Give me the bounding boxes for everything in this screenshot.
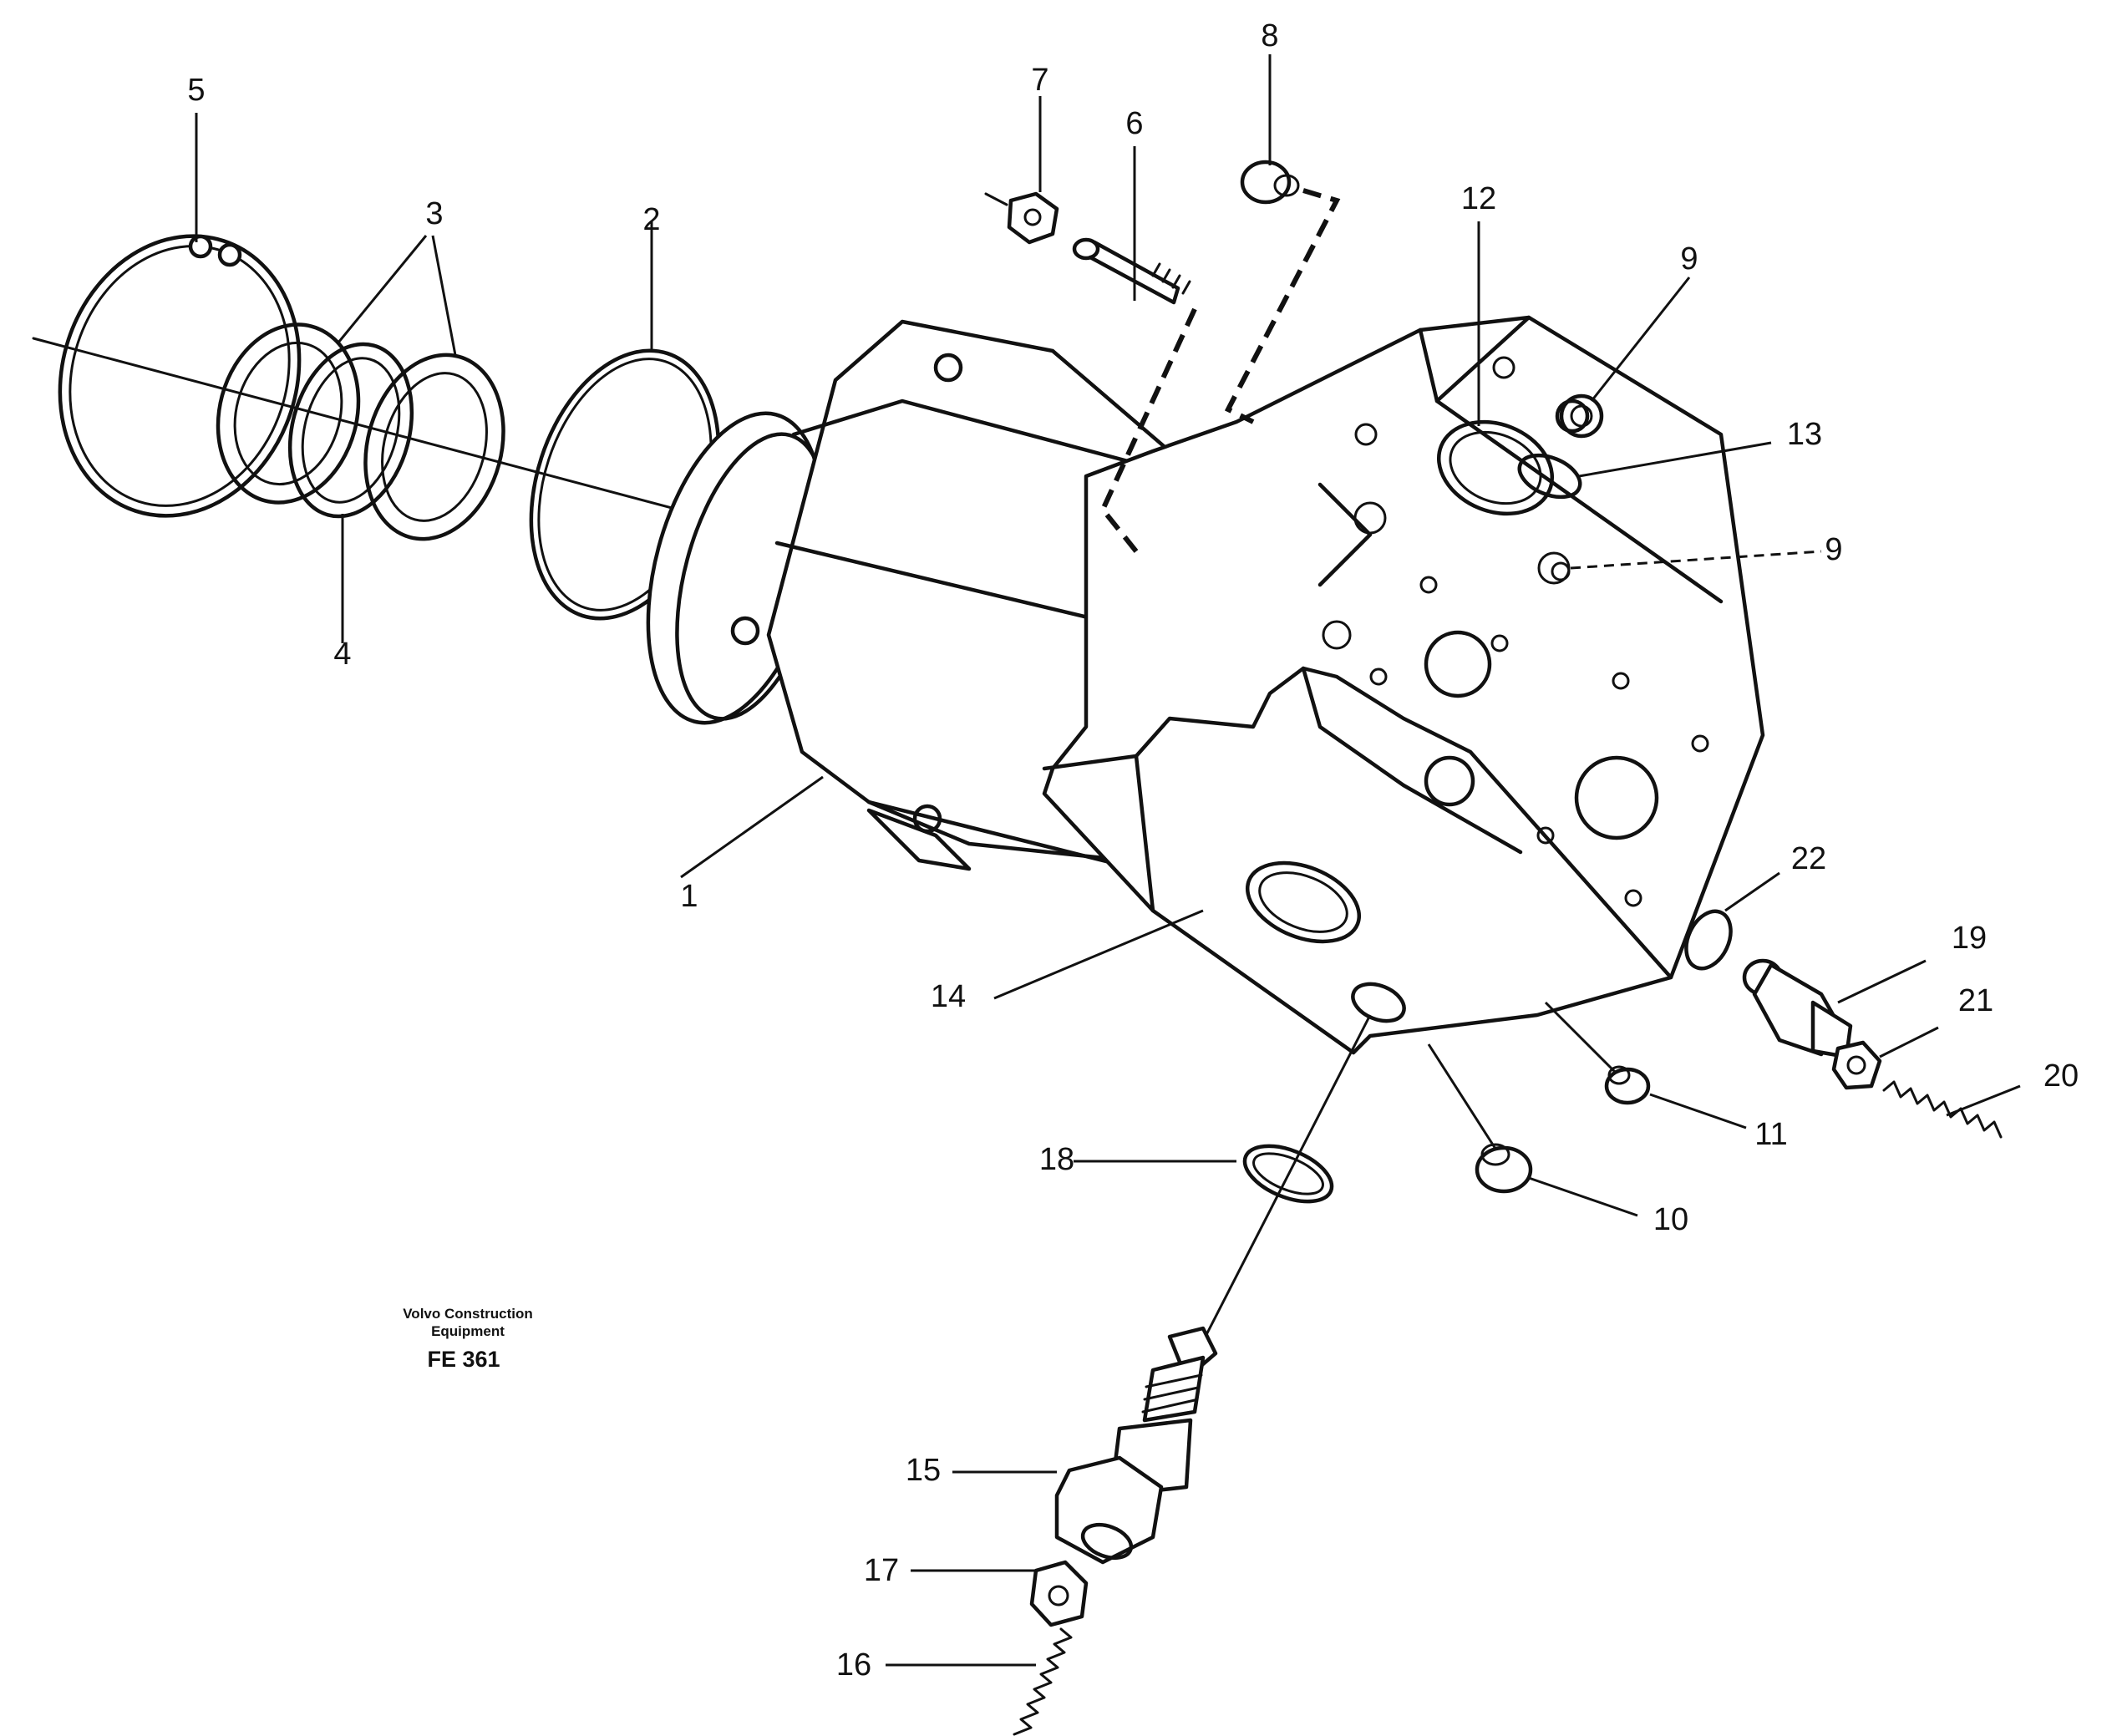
- valve-block: [1042, 315, 1765, 1055]
- part-16-spring: [1013, 1627, 1073, 1736]
- part-11-assembly-line: [1544, 1001, 1618, 1075]
- part-22-washer: [1684, 909, 1733, 971]
- part-6-assembly-path: [1099, 307, 1197, 553]
- callout-18: 18: [1039, 1142, 1074, 1177]
- part-3-seal-ring-b: [363, 353, 505, 541]
- callout-16: 16: [836, 1647, 871, 1683]
- part-7-nut: [984, 191, 1059, 245]
- callout-6: 6: [1125, 106, 1143, 141]
- callout-2: 2: [642, 202, 660, 237]
- publisher-caption: Volvo Construction Equipment: [368, 1305, 568, 1340]
- callout-12: 12: [1461, 181, 1496, 216]
- part-15-relief-valve: [1054, 1326, 1218, 1565]
- callout-8: 8: [1261, 18, 1278, 53]
- callout-9-lower: 9: [1825, 532, 1842, 567]
- publisher-line-2: Equipment: [431, 1323, 505, 1339]
- part-9-plug-dashed-line: [1570, 550, 1822, 570]
- part-8-assembly-path: [1224, 188, 1341, 424]
- part-9-plug-lower: [1537, 551, 1571, 585]
- callout-7: 7: [1031, 63, 1048, 98]
- part-15-assembly-line: [1193, 1014, 1372, 1358]
- part-5-snap-ring: [58, 234, 302, 518]
- callout-numbers: 1 2 3 4 5 6 7 8 9 9 10 11 12 13 14 15 16…: [187, 18, 2079, 1683]
- part-10-assembly-line: [1427, 1043, 1497, 1150]
- callout-3: 3: [425, 196, 443, 231]
- callout-1: 1: [680, 879, 698, 914]
- callout-21: 21: [1958, 983, 1993, 1018]
- publisher-line-1: Volvo Construction: [403, 1306, 533, 1322]
- callout-17: 17: [864, 1553, 899, 1588]
- part-1-motor-housing: [646, 319, 1189, 871]
- callout-11: 11: [1754, 1117, 1787, 1152]
- part-19-valve-cartridge: [1742, 958, 1853, 1059]
- callout-leaders: [195, 54, 2021, 1667]
- part-8-plug: [1240, 160, 1300, 205]
- part-21-nut: [1831, 1040, 1882, 1090]
- part-4-seal-ring: [287, 342, 414, 519]
- part-13-o-ring: [1517, 453, 1582, 500]
- callout-4: 4: [333, 637, 351, 672]
- part-10-plug: [1475, 1143, 1533, 1194]
- part-20-spring: [1882, 1080, 2003, 1139]
- callout-15: 15: [906, 1453, 941, 1488]
- figure-code: FE 361: [427, 1347, 500, 1372]
- callout-5: 5: [187, 73, 205, 108]
- part-9-plug-top: [1559, 393, 1604, 439]
- callout-13: 13: [1787, 417, 1822, 452]
- callout-14: 14: [931, 979, 966, 1014]
- part-6-screw: [1072, 237, 1191, 305]
- part-18-washer: [1242, 1144, 1334, 1204]
- callout-19: 19: [1952, 921, 1987, 956]
- callout-20: 20: [2043, 1058, 2079, 1094]
- part-3-seal-ring-a: [216, 322, 361, 505]
- callout-10: 10: [1653, 1202, 1688, 1237]
- callout-9-top: 9: [1680, 241, 1698, 277]
- part-11-plug: [1604, 1065, 1651, 1105]
- part-17-nut: [1029, 1560, 1089, 1627]
- callout-22: 22: [1791, 841, 1826, 876]
